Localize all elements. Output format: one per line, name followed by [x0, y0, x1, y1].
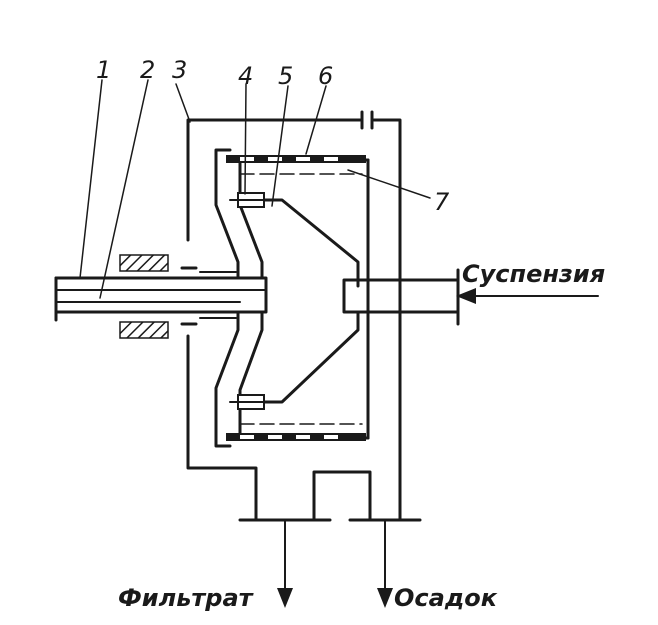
rotor	[214, 148, 370, 448]
bearing-bottom	[119, 321, 169, 339]
filtrate-outlet	[238, 518, 332, 608]
sediment-outlet	[348, 518, 422, 608]
casing	[180, 110, 402, 522]
label-7: 7	[434, 188, 450, 216]
label-5: 5	[278, 62, 293, 90]
bearing-top	[119, 254, 169, 272]
label-6: 6	[318, 62, 333, 90]
label-2: 2	[140, 56, 155, 84]
label-sediment: Осадок	[394, 584, 498, 612]
label-filtrate: Фильтрат	[118, 584, 255, 612]
filter-cloth	[226, 155, 366, 441]
label-feed: Суспензия	[462, 260, 605, 288]
label-3: 3	[172, 56, 187, 84]
main-shaft	[54, 271, 268, 322]
label-4: 4	[238, 62, 253, 90]
scraper	[229, 192, 360, 410]
label-1: 1	[96, 56, 111, 84]
leader-lines	[79, 79, 431, 299]
